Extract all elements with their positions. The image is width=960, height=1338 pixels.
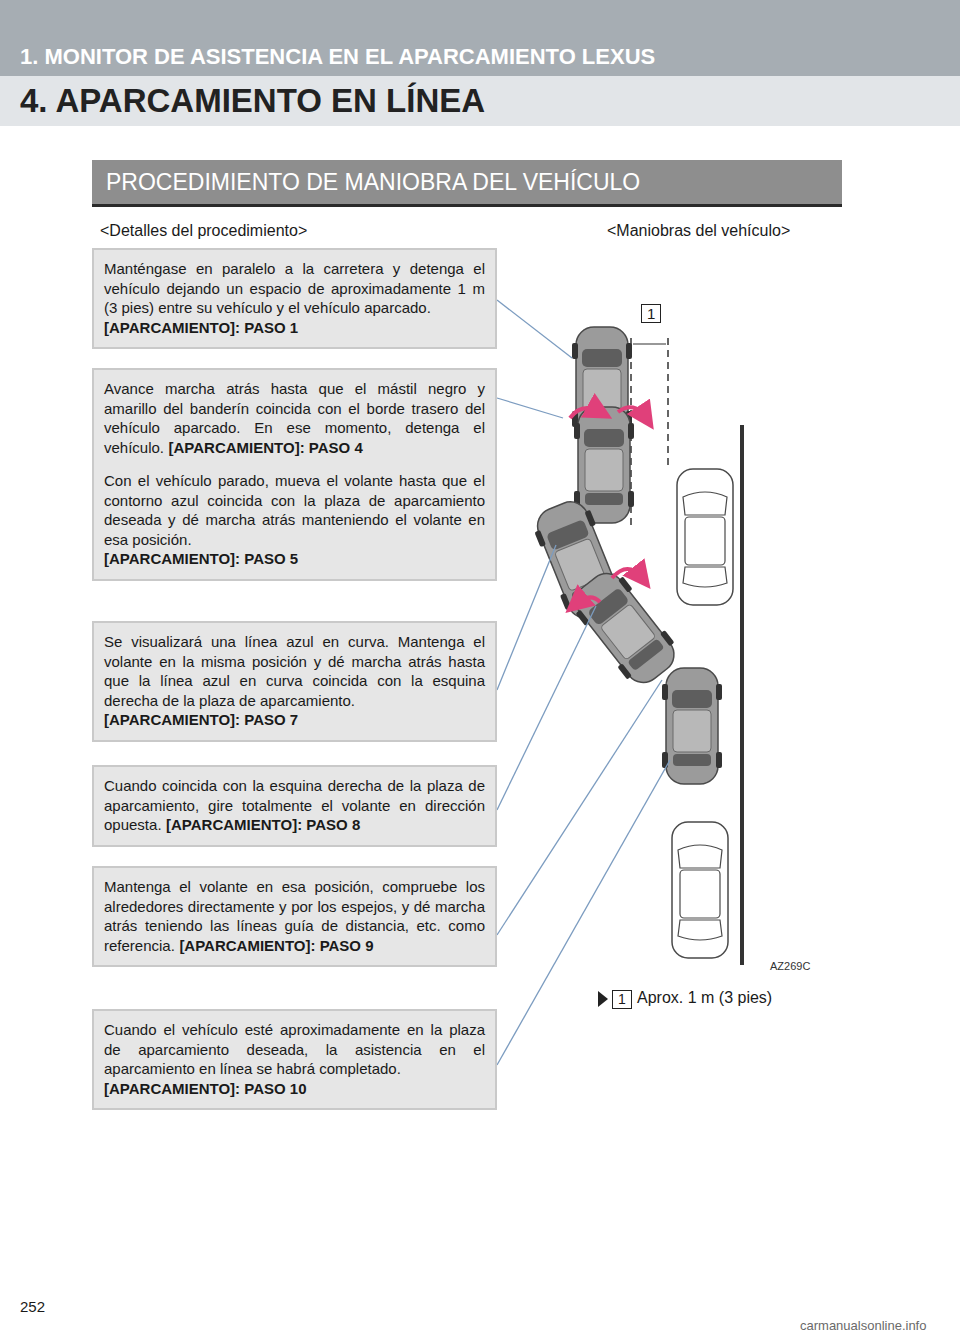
step-reference: [APARCAMIENTO]: PASO 5: [104, 549, 485, 569]
step-box: Avance marcha atrás hasta que el mástil …: [92, 368, 497, 581]
step-box: Cuando el vehículo esté aproximadamente …: [92, 1009, 497, 1110]
step-reference: [APARCAMIENTO]: PASO 4: [169, 439, 363, 456]
section-band: PROCEDIMIENTO DE MANIOBRA DEL VEHÍCULO: [92, 160, 842, 207]
step-box: Se visualizará una línea azul en curva. …: [92, 621, 497, 742]
step-box: Manténgase en paralelo a la carretera y …: [92, 248, 497, 349]
step-reference: [APARCAMIENTO]: PASO 8: [166, 816, 360, 833]
callout-text: Aprox. 1 m (3 pies): [637, 989, 772, 1007]
step-reference: [APARCAMIENTO]: PASO 9: [179, 937, 373, 954]
page-title: 4. APARCAMIENTO EN LÍNEA: [20, 82, 485, 120]
watermark: carmanualsonline.info: [800, 1318, 926, 1333]
section-header: 1. MONITOR DE ASISTENCIA EN EL APARCAMIE…: [20, 44, 655, 70]
callout-number: 1: [612, 990, 632, 1009]
step-box: Mantenga el volante en esa posición, com…: [92, 866, 497, 967]
callout-number: 1: [641, 304, 661, 323]
step-reference: [APARCAMIENTO]: PASO 1: [104, 318, 485, 338]
instruction-text: Cuando el vehículo esté aproximadamente …: [104, 1021, 485, 1077]
page-number: 252: [20, 1298, 45, 1315]
step-reference: [APARCAMIENTO]: PASO 10: [104, 1079, 485, 1099]
step-reference: [APARCAMIENTO]: PASO 7: [104, 710, 485, 730]
step-box: Cuando coincida con la esquina derecha d…: [92, 765, 497, 847]
instruction-text: Con el vehículo parado, mueva el volante…: [104, 471, 485, 549]
instruction-text: Se visualizará una línea azul en curva. …: [104, 633, 485, 709]
instruction-text: PROCEDIMIENTO DE MANIOBRA DEL VEHÍCULO: [106, 169, 640, 195]
figure-code: AZ269C: [770, 960, 810, 972]
instruction-text: Manténgase en paralelo a la carretera y …: [104, 260, 485, 316]
column-heading: <Detalles del procedimiento>: [100, 222, 307, 240]
column-heading: <Maniobras del vehículo>: [607, 222, 790, 240]
